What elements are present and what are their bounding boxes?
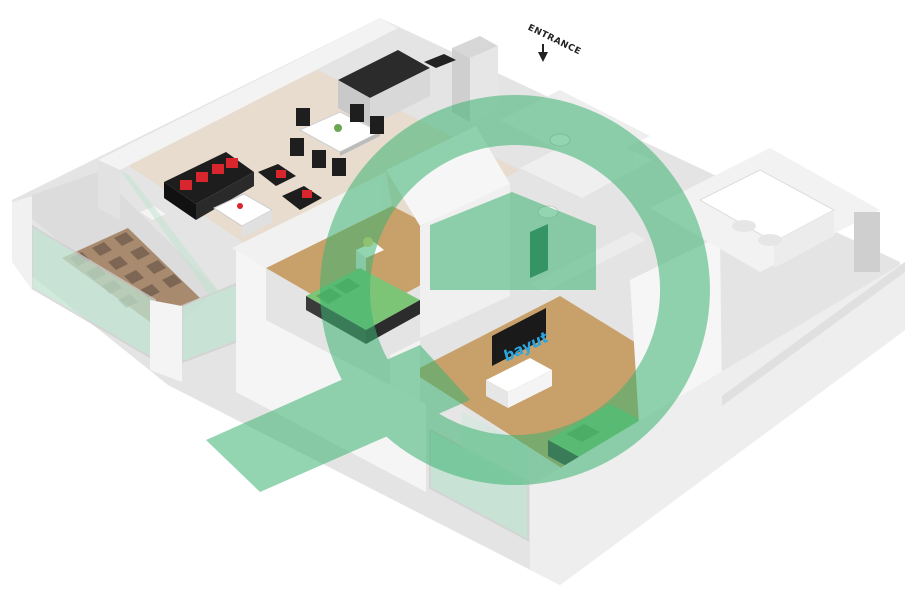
- shower-panel: [854, 212, 880, 272]
- tv-unit: [486, 358, 552, 392]
- exterior-wall-right: [530, 262, 905, 585]
- dining-chair: [296, 108, 310, 126]
- dining-chair: [370, 116, 384, 134]
- entrance-label: ENTRANCE: [526, 23, 583, 57]
- dining-chair: [350, 104, 364, 122]
- tv-screen: [492, 308, 546, 366]
- sofa-cushion: [180, 180, 192, 190]
- entrance-marker: ENTRANCE: [526, 23, 583, 62]
- dining-chair: [312, 150, 326, 168]
- watermark-house: [430, 192, 596, 290]
- living-glass-wall: [120, 170, 218, 296]
- refrigerator: [452, 36, 498, 58]
- kitchen-counter: [338, 50, 430, 98]
- dining-chair: [332, 158, 346, 176]
- sofa-cushion: [196, 172, 208, 182]
- sofa-cushion: [226, 158, 238, 168]
- sofa-cushion: [212, 164, 224, 174]
- sink: [732, 220, 756, 232]
- watermark-pointer: [206, 345, 470, 492]
- living-back-wall: [98, 18, 398, 170]
- wardrobe: [386, 126, 510, 226]
- sink: [758, 234, 782, 246]
- bathroom-main: [650, 148, 880, 272]
- entrance-arrow-icon: [538, 52, 548, 62]
- left-balcony: [12, 172, 247, 382]
- dining-set: [290, 104, 384, 176]
- stove: [424, 54, 456, 68]
- dining-chair: [290, 138, 304, 156]
- table-vase: [334, 124, 342, 132]
- watermark-logo: [206, 95, 710, 492]
